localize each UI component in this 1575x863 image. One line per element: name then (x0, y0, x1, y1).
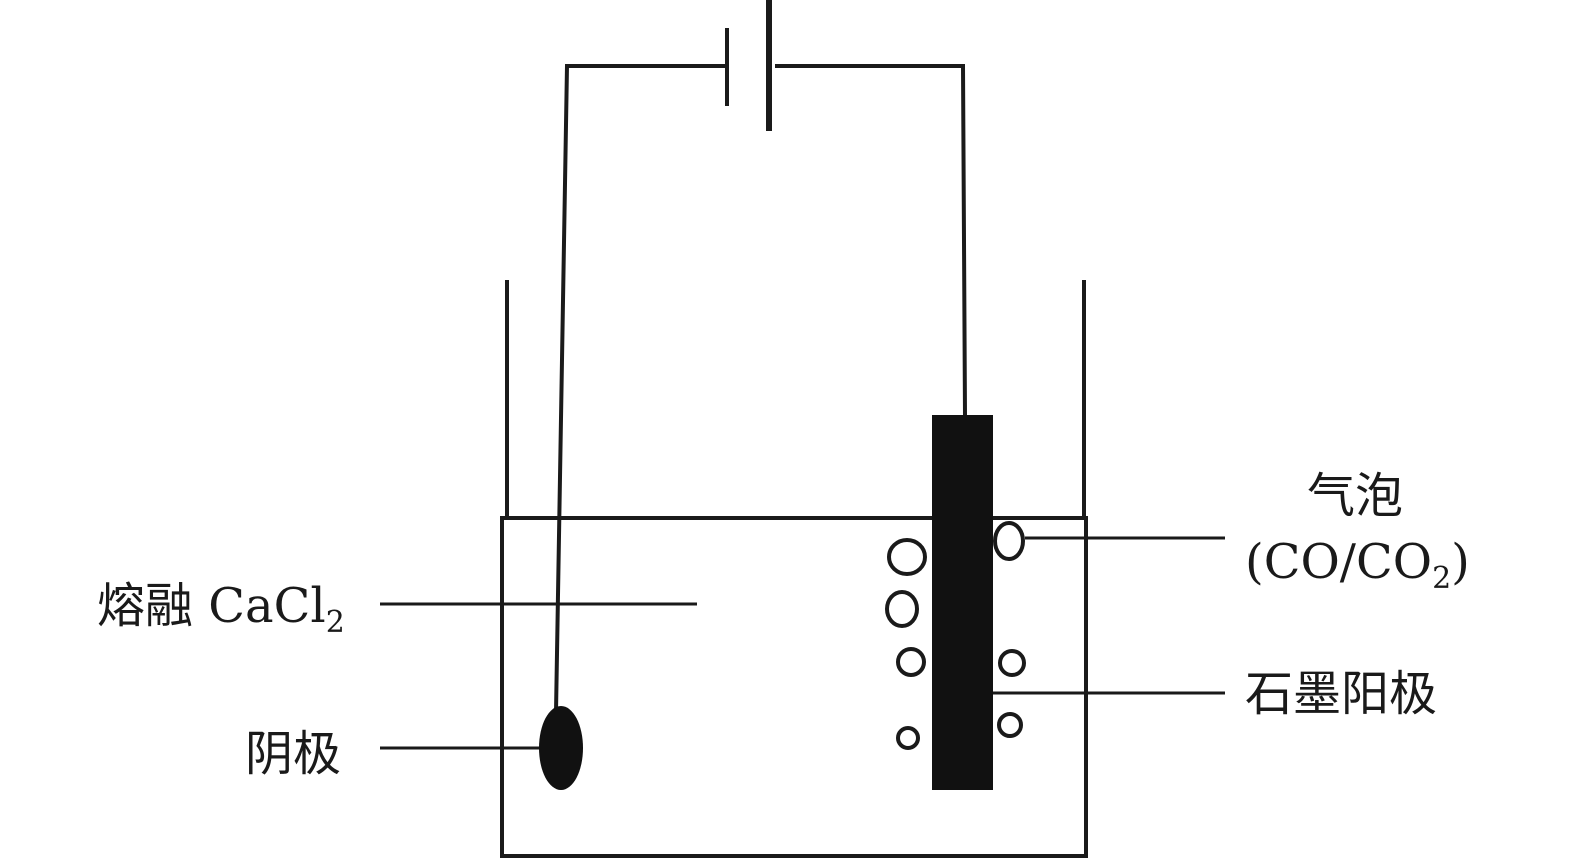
wire-right (775, 64, 967, 417)
cathode-label: 阴极 (245, 726, 341, 782)
molten-cacl2-container (500, 516, 1088, 858)
anode-label: 石墨阳极 (1245, 666, 1437, 722)
graphite-anode (932, 415, 993, 790)
bubble (896, 726, 920, 750)
wire-left (554, 64, 727, 713)
bubble (997, 712, 1023, 738)
bubbles-gas-label: (CO/CO2) (1245, 534, 1470, 596)
bubble (896, 647, 926, 677)
electrolyte-label: 熔融 CaCl2 (97, 578, 345, 640)
bubble (887, 538, 927, 576)
bubble (885, 590, 919, 628)
bubbles-label: 气泡 (1307, 468, 1403, 524)
bubble (998, 649, 1026, 677)
bubble (993, 521, 1025, 561)
cathode-electrode (539, 706, 583, 790)
